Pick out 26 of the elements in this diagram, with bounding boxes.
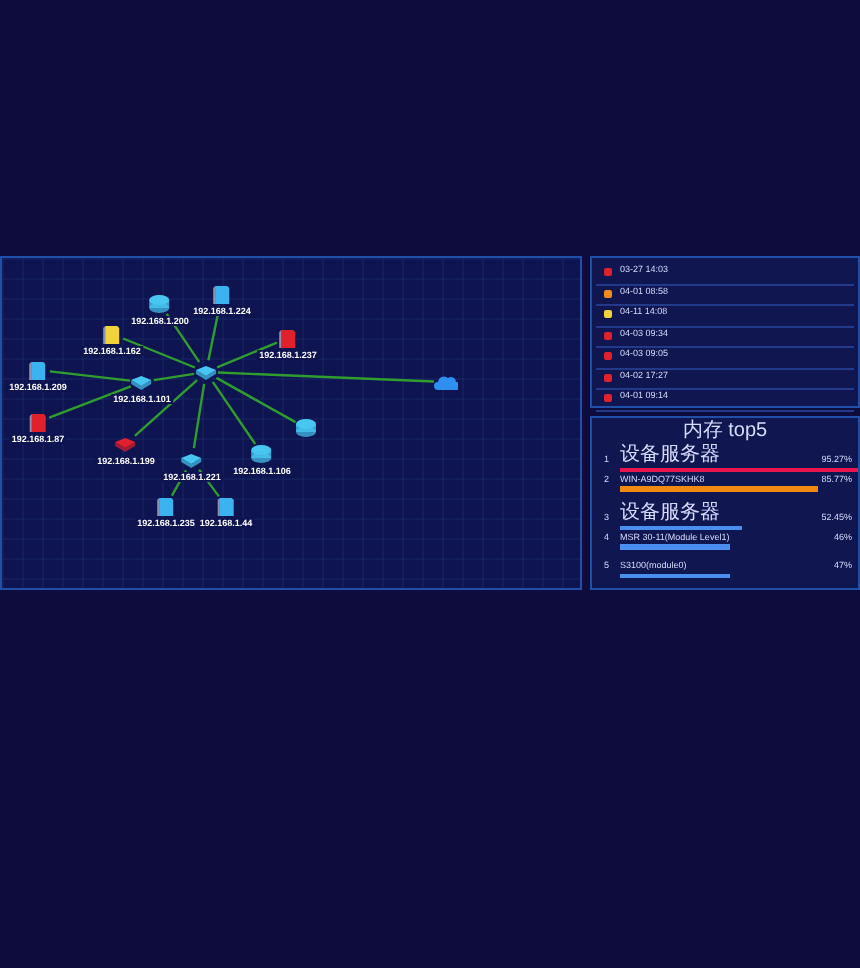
connection-line xyxy=(48,385,132,419)
panel-title: 内存 top5 xyxy=(680,422,770,442)
device-node xyxy=(95,434,157,466)
connection-line xyxy=(165,313,201,363)
connection-line xyxy=(216,341,278,369)
device-node xyxy=(7,360,69,392)
connection-line xyxy=(217,371,435,383)
item-name: 设备服务器 xyxy=(620,504,720,524)
device-node xyxy=(135,496,197,528)
connection-line xyxy=(153,372,195,382)
device-node xyxy=(231,444,293,476)
device-node xyxy=(191,284,253,316)
connection-line xyxy=(122,337,196,369)
connection-line xyxy=(211,381,257,445)
device-node xyxy=(9,412,67,444)
device-node xyxy=(81,324,143,356)
device-node xyxy=(111,372,173,404)
connection-line xyxy=(192,383,206,449)
device-node xyxy=(197,496,255,528)
device-node xyxy=(257,328,319,360)
item-name: 设备服务器 xyxy=(620,446,720,466)
connection-line xyxy=(49,370,131,382)
connection-line xyxy=(134,379,198,437)
device-node xyxy=(161,450,223,482)
device-node xyxy=(129,294,191,326)
connection-line xyxy=(215,376,297,424)
